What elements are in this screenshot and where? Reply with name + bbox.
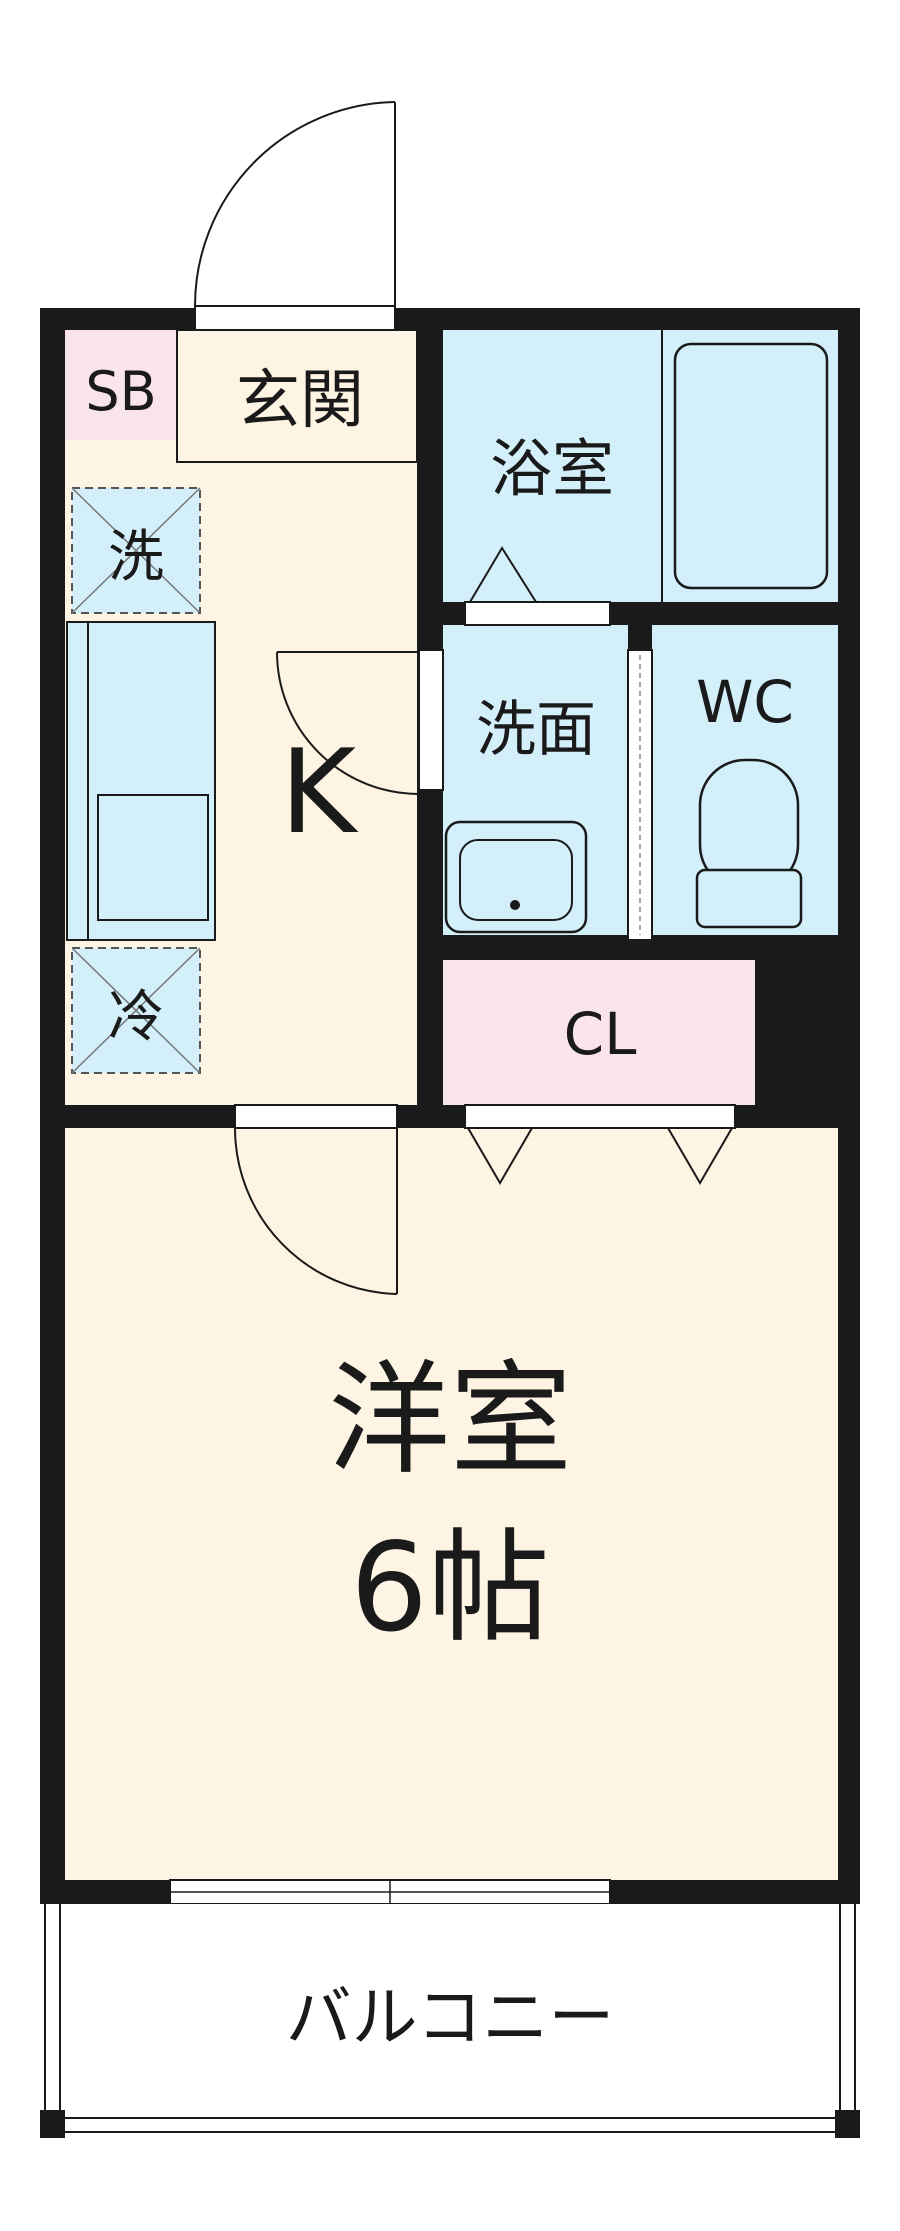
toilet-tank: [695, 868, 803, 929]
balcony-post-left: [40, 2110, 65, 2138]
genkan-floor: [176, 329, 418, 463]
balcony-post-right: [835, 2110, 860, 2138]
balcony-area: [40, 1904, 860, 2128]
label-washer: 洗: [108, 525, 164, 590]
closet-door-mark-left: [467, 1127, 533, 1185]
washroom-faucet: [510, 900, 520, 910]
closet-door-mark-right: [667, 1127, 733, 1185]
label-genkan: 玄関: [236, 364, 364, 438]
label-western-room: 洋室: [328, 1349, 572, 1491]
washroom-door-opening: [418, 649, 444, 791]
western-door-swing: [234, 1127, 398, 1295]
fridge-diagonal-2: [71, 947, 201, 1074]
label-bath: 浴室: [490, 432, 614, 505]
bath-floor: [443, 330, 838, 602]
bath-door-mark: [469, 546, 537, 603]
label-closet: CL: [564, 1000, 637, 1068]
label-kitchen: K: [280, 725, 359, 860]
label-washroom: 洗面: [476, 695, 596, 765]
washroom-basin-counter: [444, 820, 588, 934]
kitchen-sink: [97, 794, 209, 921]
kitchen-door-swing: [276, 651, 420, 795]
bath-door-opening: [464, 601, 611, 626]
washroom-floor: [443, 625, 628, 935]
label-sb: SB: [85, 360, 156, 423]
bathtub: [673, 342, 829, 590]
entrance-door-swing: [194, 101, 396, 307]
western-room-floor: [65, 1128, 838, 1880]
label-western-size: 6帖: [350, 1517, 550, 1659]
label-balcony: バルコニー: [286, 1979, 615, 2056]
label-wc: WC: [696, 668, 794, 736]
sb-floor: [65, 330, 177, 440]
entrance-door-opening: [194, 305, 396, 331]
washroom-basin: [459, 839, 573, 921]
label-fridge: 冷: [108, 985, 164, 1050]
closet-floor: [443, 960, 755, 1105]
washer-diagonal-2: [71, 487, 201, 614]
kitchen-counter: [66, 621, 216, 941]
western-door-opening: [234, 1104, 398, 1129]
closet-door-opening: [464, 1104, 736, 1129]
